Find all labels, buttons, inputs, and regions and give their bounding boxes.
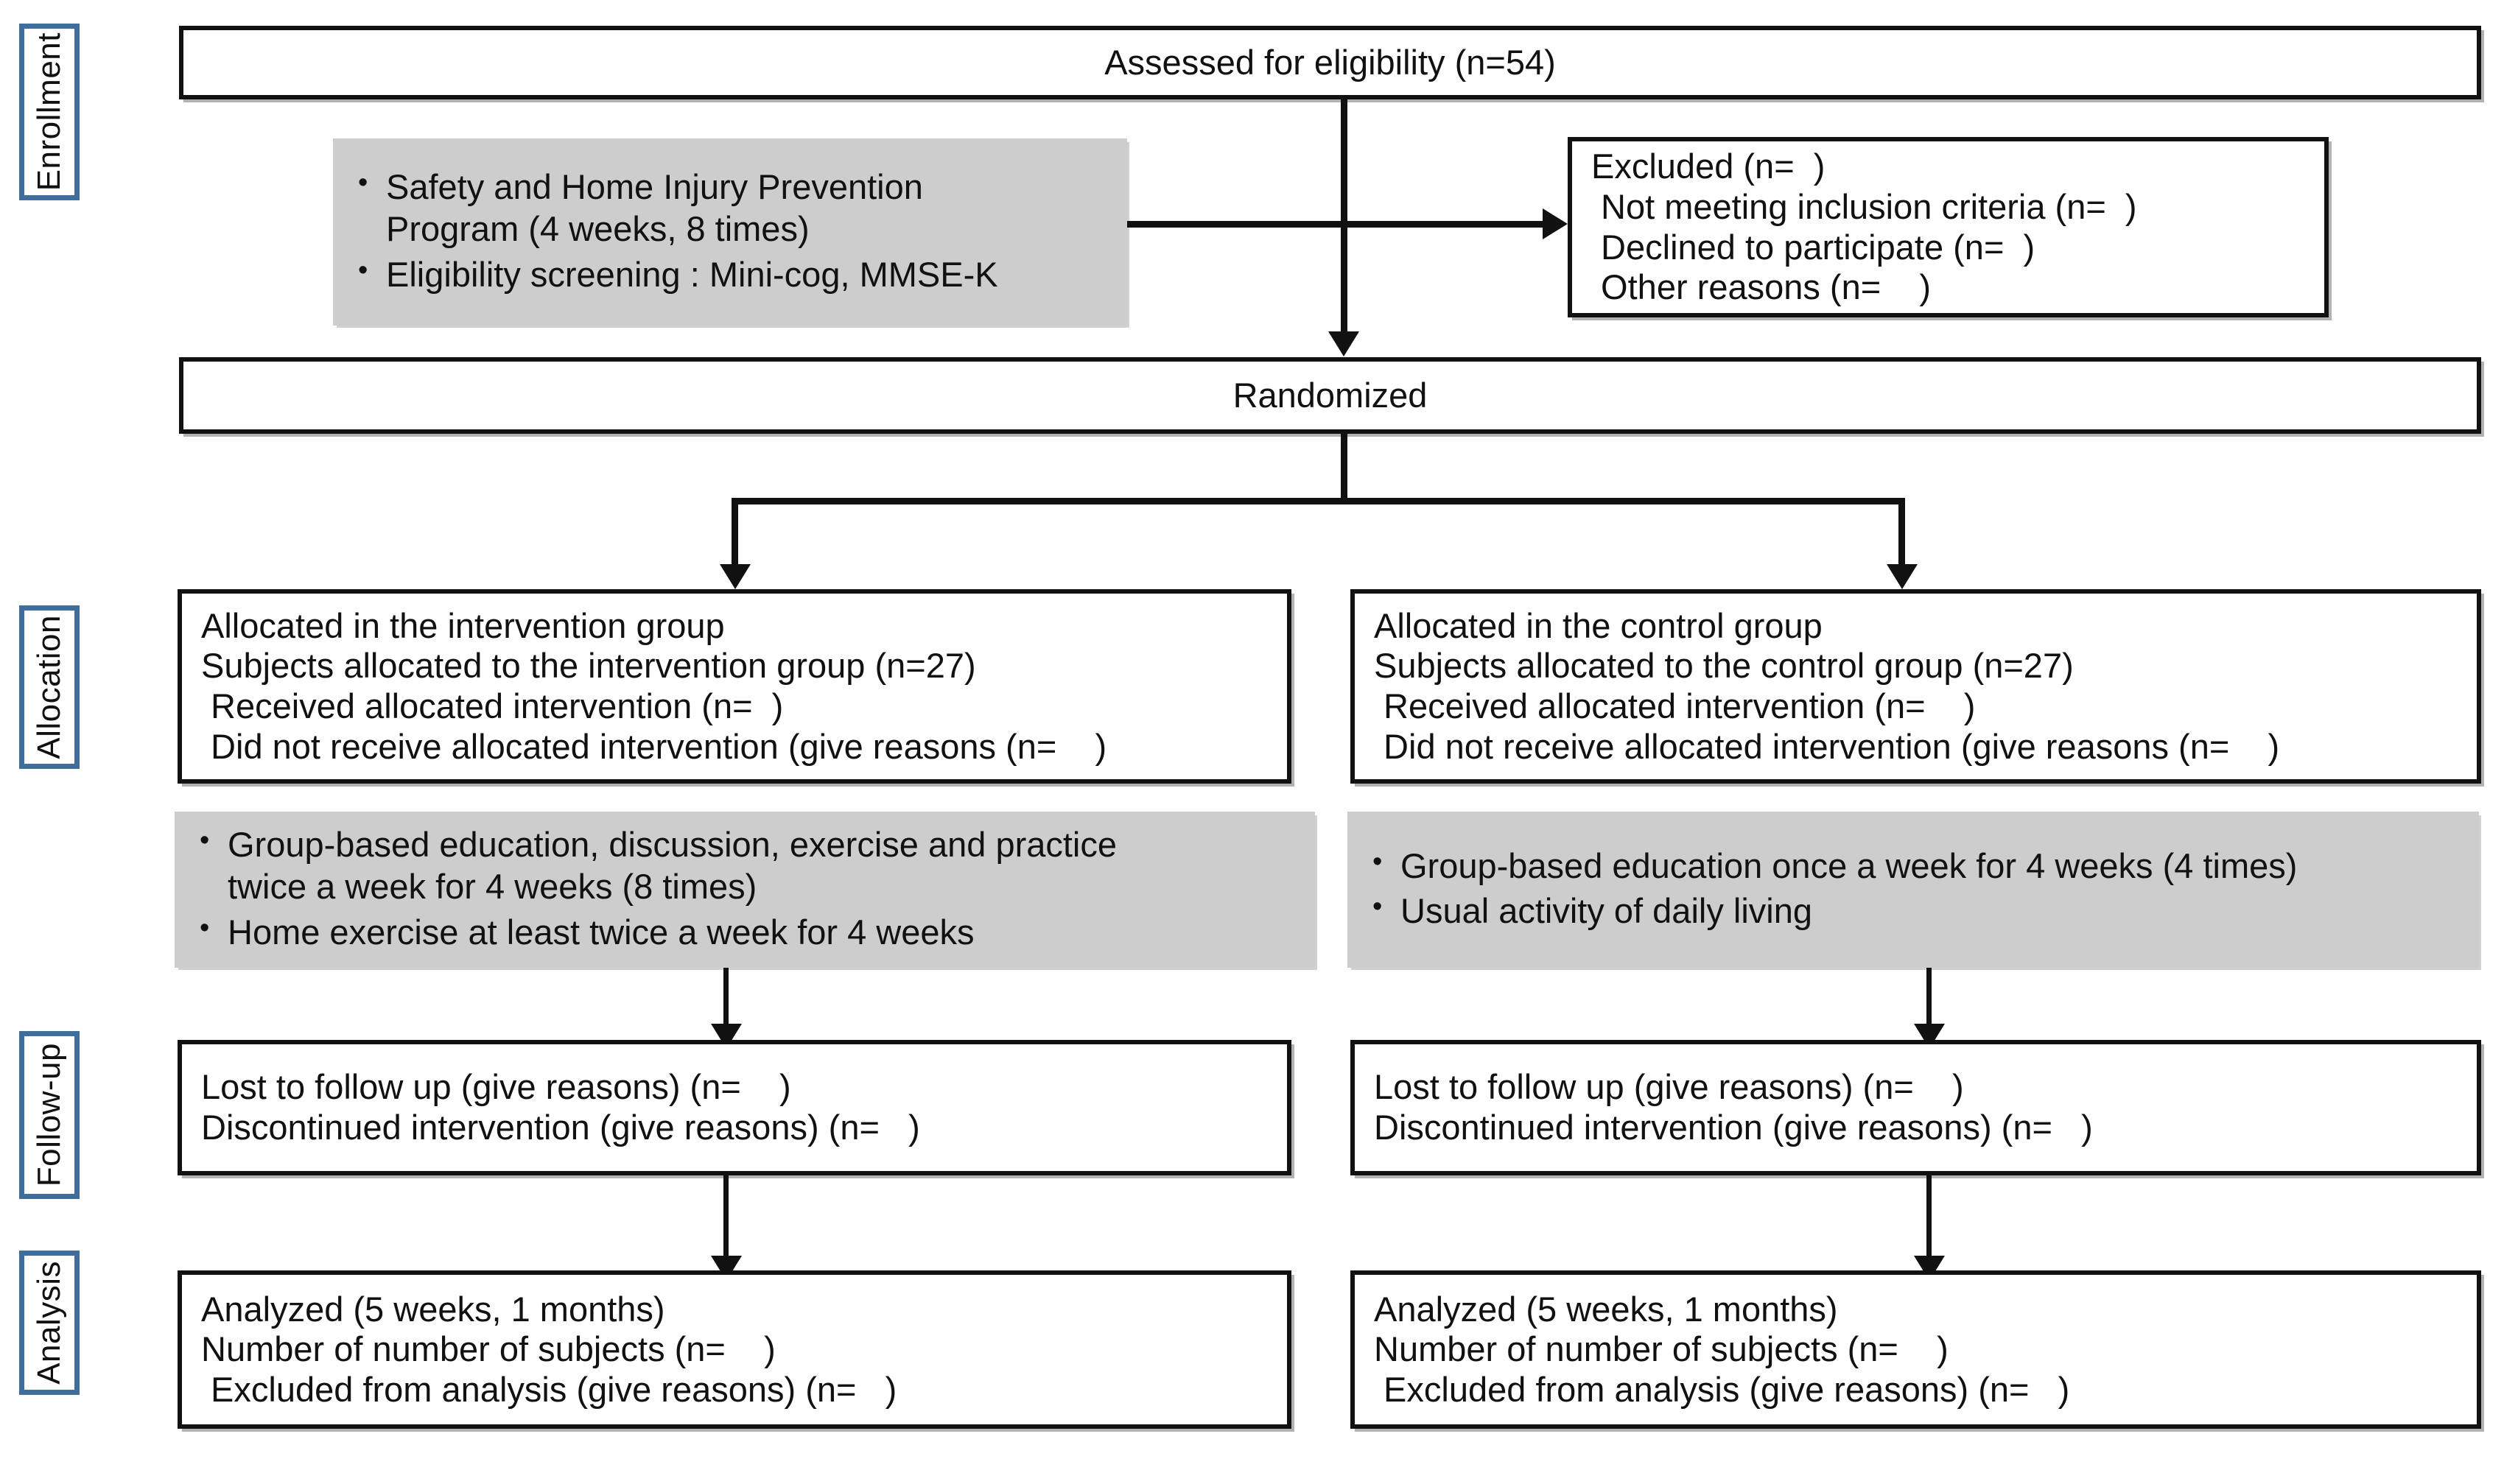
excluded-line: Declined to participate (n= ) — [1591, 227, 2035, 267]
followup-intervention-content: Lost to follow up (give reasons) (n= ) D… — [182, 1044, 1287, 1171]
list-item: Safety and Home Injury Prevention Progra… — [352, 164, 1108, 250]
allocation-intervention-content: Allocated in the intervention group Subj… — [182, 594, 1287, 779]
arrow-program-to-excluded — [1543, 208, 1568, 239]
list-item: Group-based education once a week for 4 … — [1367, 843, 2460, 887]
program-bullet-list: Safety and Home Injury Prevention Progra… — [352, 164, 1108, 298]
intervention-detail-box: Group-based education, discussion, exerc… — [175, 812, 1315, 968]
allocation-line: Allocated in the intervention group — [201, 605, 725, 645]
allocation-control-content: Allocated in the control group Subjects … — [1355, 594, 2477, 779]
stage-label-followup: Follow-up — [19, 1031, 80, 1199]
allocation-line: Did not receive allocated intervention (… — [201, 726, 1107, 766]
excluded-line: Excluded (n= ) — [1591, 147, 1826, 186]
connector-randomized-to-intervention — [732, 498, 738, 567]
followup-line: Discontinued intervention (give reasons)… — [1374, 1108, 2093, 1147]
analysis-intervention-content: Analyzed (5 weeks, 1 months) Number of n… — [182, 1275, 1287, 1424]
analysis-line: Analyzed (5 weeks, 1 months) — [201, 1289, 665, 1329]
analysis-line: Excluded from analysis (give reasons) (n… — [1374, 1369, 2070, 1409]
analysis-line: Number of number of subjects (n= ) — [1374, 1329, 1949, 1369]
arrow-assessed-to-randomized — [1328, 331, 1359, 356]
control-detail-content: Group-based education once a week for 4 … — [1347, 812, 2479, 968]
allocation-line: Subjects allocated to the control group … — [1374, 646, 2074, 686]
connector-followup-to-analysis-intervention — [723, 1175, 729, 1264]
analysis-line: Excluded from analysis (give reasons) (n… — [201, 1369, 897, 1409]
connector-randomized-stem — [1341, 434, 1347, 502]
connector-intervention-to-followup — [723, 968, 729, 1031]
connector-randomized-crossbar — [732, 498, 1904, 504]
followup-line: Lost to follow up (give reasons) (n= ) — [1374, 1067, 1964, 1107]
allocation-line: Allocated in the control group — [1374, 605, 1823, 645]
assessed-box-content: Assessed for eligibility (n=54) — [183, 30, 2477, 95]
stage-label-followup-text: Follow-up — [31, 1043, 67, 1187]
excluded-box-content: Excluded (n= ) Not meeting inclusion cri… — [1572, 141, 2324, 313]
program-screening-box: Safety and Home Injury Prevention Progra… — [333, 138, 1127, 326]
connector-assessed-to-randomized — [1341, 99, 1347, 334]
connector-randomized-to-control — [1898, 498, 1905, 567]
followup-control-content: Lost to follow up (give reasons) (n= ) D… — [1355, 1044, 2477, 1171]
stage-label-analysis-text: Analysis — [31, 1261, 67, 1385]
program-screening-content: Safety and Home Injury Prevention Progra… — [333, 138, 1127, 326]
intervention-bullet-list: Group-based education, discussion, exerc… — [194, 822, 1296, 956]
control-bullet-list: Group-based education once a week for 4 … — [1367, 843, 2460, 935]
arrow-randomized-to-intervention — [720, 564, 751, 589]
analysis-intervention-box: Analyzed (5 weeks, 1 months) Number of n… — [178, 1270, 1291, 1429]
allocation-intervention-box: Allocated in the intervention group Subj… — [178, 589, 1291, 784]
list-item: Group-based education, discussion, exerc… — [194, 822, 1296, 908]
arrow-randomized-to-control — [1887, 564, 1918, 589]
allocation-line: Subjects allocated to the intervention g… — [201, 646, 976, 686]
analysis-line: Analyzed (5 weeks, 1 months) — [1374, 1289, 1838, 1329]
intervention-detail-content: Group-based education, discussion, exerc… — [175, 812, 1315, 968]
allocation-control-box: Allocated in the control group Subjects … — [1350, 589, 2481, 784]
stage-label-analysis: Analysis — [19, 1251, 80, 1395]
stage-label-allocation: Allocation — [19, 605, 80, 769]
assessed-for-eligibility-box: Assessed for eligibility (n=54) — [179, 26, 2481, 99]
stage-label-enrollment-text: Enrollment — [31, 32, 67, 191]
stage-label-enrollment: Enrollment — [19, 24, 80, 200]
randomized-box-content: Randomized — [183, 362, 2477, 429]
stage-label-allocation-text: Allocation — [31, 615, 67, 759]
allocation-line: Did not receive allocated intervention (… — [1374, 726, 2280, 766]
followup-control-box: Lost to follow up (give reasons) (n= ) D… — [1350, 1040, 2481, 1175]
randomized-text: Randomized — [1232, 375, 1428, 415]
followup-line: Lost to follow up (give reasons) (n= ) — [201, 1067, 791, 1107]
excluded-line: Other reasons (n= ) — [1591, 267, 1932, 307]
control-detail-box: Group-based education once a week for 4 … — [1347, 812, 2479, 968]
list-item: Usual activity of daily living — [1367, 888, 2460, 932]
connector-control-to-followup — [1926, 968, 1932, 1031]
followup-intervention-box: Lost to follow up (give reasons) (n= ) D… — [178, 1040, 1291, 1175]
excluded-line: Not meeting inclusion criteria (n= ) — [1591, 186, 2137, 226]
allocation-line: Received allocated intervention (n= ) — [201, 686, 784, 725]
analysis-control-box: Analyzed (5 weeks, 1 months) Number of n… — [1350, 1270, 2481, 1429]
allocation-line: Received allocated intervention (n= ) — [1374, 686, 1976, 725]
randomized-box: Randomized — [179, 357, 2481, 434]
analysis-control-content: Analyzed (5 weeks, 1 months) Number of n… — [1355, 1275, 2477, 1424]
assessed-text: Assessed for eligibility (n=54) — [1104, 42, 1556, 82]
connector-program-to-excluded — [1127, 221, 1546, 228]
list-item: Eligibility screening : Mini-cog, MMSE-K — [352, 252, 1108, 295]
list-item: Home exercise at least twice a week for … — [194, 910, 1296, 953]
excluded-box: Excluded (n= ) Not meeting inclusion cri… — [1568, 137, 2329, 317]
connector-followup-to-analysis-control — [1926, 1175, 1932, 1264]
followup-line: Discontinued intervention (give reasons)… — [201, 1108, 920, 1147]
analysis-line: Number of number of subjects (n= ) — [201, 1329, 776, 1369]
